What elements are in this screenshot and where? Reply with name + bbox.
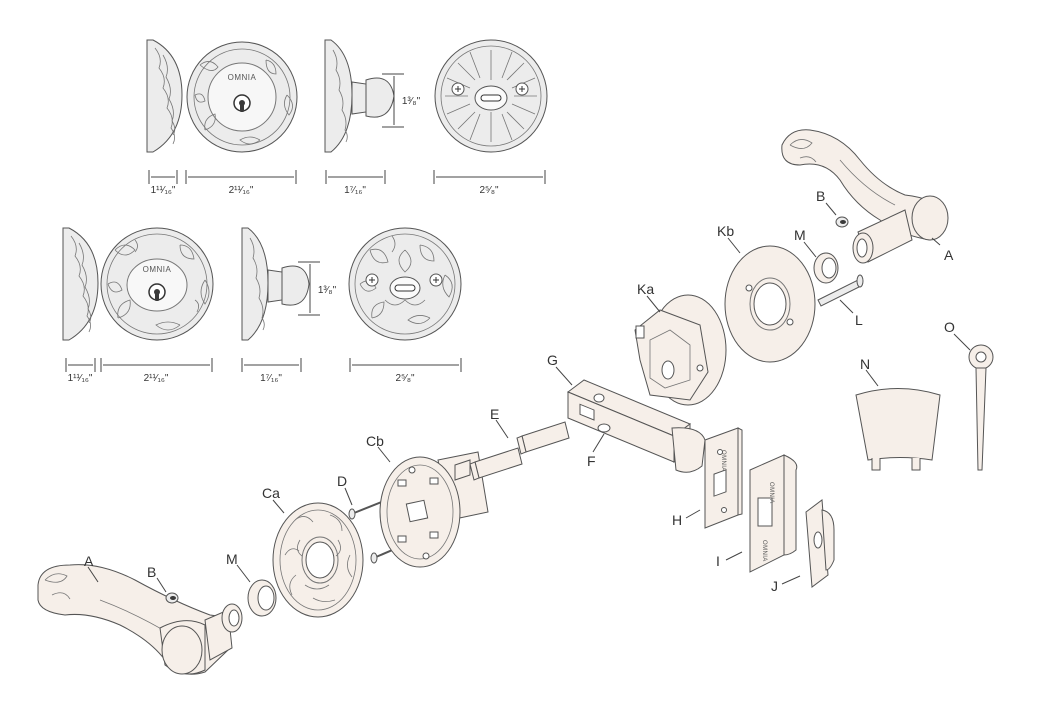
label-g: G: [547, 352, 558, 368]
row2-deadbolt-front-key-side: OMNIA: [100, 227, 214, 341]
leader-lines: [87, 202, 971, 593]
row1-dimension-lines: [148, 73, 546, 184]
dim-row1-depth: 1¹¹⁄₁₆": [151, 185, 176, 196]
brand-logo-row2: OMNIA: [143, 265, 172, 274]
part-b-set-screw-right: [835, 216, 849, 228]
label-m-left: M: [226, 551, 238, 567]
label-m-right: M: [794, 227, 806, 243]
row2-thumbturn-front: [348, 227, 462, 341]
row1-thumbturn-side-profile: [324, 39, 395, 153]
row2-thumbturn-side-profile: [241, 227, 310, 341]
brand-logo-row1: OMNIA: [228, 73, 257, 82]
label-d: D: [337, 473, 347, 489]
row2-deadbolt-side-profile: [62, 227, 99, 341]
part-m-ring-left: [247, 579, 277, 617]
label-b-left: B: [147, 564, 156, 580]
part-ca-rosette: [272, 502, 364, 618]
label-b-right: B: [816, 188, 825, 204]
label-h: H: [672, 512, 682, 528]
dim-row1-rosette: 2⁵⁄₈": [479, 185, 499, 196]
label-kb: Kb: [717, 223, 734, 239]
part-cb-mounting-plate: [379, 451, 489, 568]
part-j-dust-box: [805, 499, 835, 588]
label-j: J: [771, 578, 778, 594]
part-b-set-screw-left: [165, 592, 179, 604]
dim-row1-turn-depth: 1⁷⁄₁₆": [344, 185, 366, 196]
row1-deadbolt-front-key-side: OMNIA: [186, 41, 298, 153]
brand-on-strike-i-mirror: OMNIA: [761, 540, 767, 562]
part-n-template: [855, 388, 941, 471]
part-o-wrench: [968, 344, 994, 471]
part-g-latch: [566, 379, 706, 473]
part-a-lever-left: [37, 564, 243, 675]
label-ka: Ka: [637, 281, 654, 297]
label-o: O: [944, 319, 955, 335]
brand-on-strike-h: OMNIA: [720, 450, 726, 472]
dim-row2-diameter: 2¹¹⁄₁₆": [144, 373, 169, 384]
label-a-right: A: [944, 247, 954, 263]
part-l-pin: [817, 274, 864, 307]
label-cb: Cb: [366, 433, 384, 449]
label-f: F: [587, 453, 596, 469]
dim-row2-depth: 1¹¹⁄₁₆": [68, 373, 93, 384]
row1-thumbturn-front: [434, 39, 548, 153]
part-i-strike-lip: OMNIA OMNIA: [749, 454, 798, 573]
row1-deadbolt-side-profile: [146, 39, 183, 153]
part-a-lever-right: [781, 129, 949, 264]
part-e-spindle: [469, 421, 570, 481]
label-a-left: A: [84, 553, 94, 569]
row2-dimension-lines: [65, 261, 462, 372]
label-e: E: [490, 406, 499, 422]
label-n: N: [860, 356, 870, 372]
dim-row2-rosette: 2⁵⁄₈": [395, 373, 415, 384]
part-kb-plate: [724, 245, 816, 363]
part-ka-chassis: [634, 294, 727, 406]
brand-on-strike-i: OMNIA: [768, 482, 774, 504]
dim-row1-diameter: 2¹¹⁄₁₆": [229, 185, 254, 196]
label-l: L: [855, 312, 863, 328]
dim-row1-turn-height: 1³⁄₈": [402, 96, 421, 107]
dim-row2-turn-depth: 1⁷⁄₁₆": [260, 373, 282, 384]
label-ca: Ca: [262, 485, 280, 501]
part-m-ring-right: [813, 252, 839, 284]
dim-row2-turn-height: 1³⁄₈": [318, 285, 337, 296]
part-h-strike-plate: OMNIA: [704, 427, 743, 529]
label-i: I: [716, 553, 720, 569]
